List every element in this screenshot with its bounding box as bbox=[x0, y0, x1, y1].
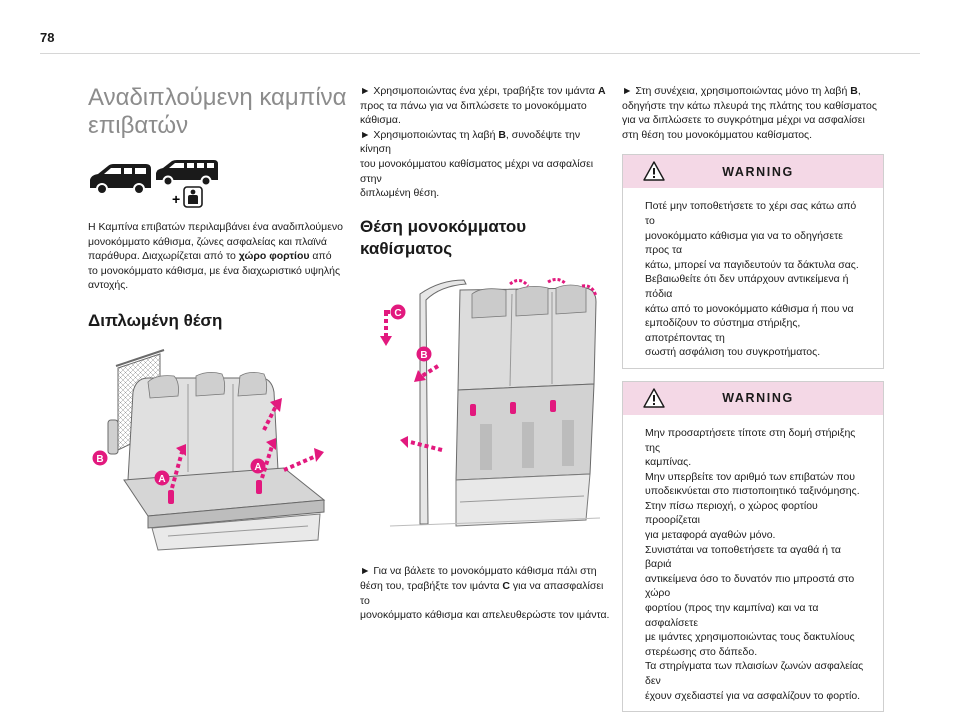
warning-header: WARNING bbox=[623, 155, 883, 189]
page-number: 78 bbox=[40, 30, 55, 45]
intro-paragraph: Η Καμπίνα επιβατών περιλαμβάνει ένα αναδ… bbox=[88, 221, 343, 292]
warning-title: WARNING bbox=[722, 391, 794, 406]
warning-triangle-icon bbox=[643, 388, 665, 408]
label-a: A bbox=[254, 462, 261, 473]
step-bullet: ► Στη συνέχεια, χρησιμοποιώντας μόνο τη … bbox=[622, 85, 877, 141]
column-right: ► Στη συνέχεια, χρησιμοποιώντας μόνο τη … bbox=[622, 84, 884, 712]
folded-position-heading: Διπλωμένη θέση bbox=[88, 310, 223, 330]
van-pictograms: + bbox=[88, 160, 350, 210]
warning-box: WARNING Ποτέ μην τοποθετήσετε το χέρι σα… bbox=[622, 154, 884, 369]
van-icon: + bbox=[90, 160, 218, 207]
top-divider bbox=[40, 53, 920, 54]
column-left: Αναδιπλούμενη καμπίνα επιβατών + bbox=[88, 84, 350, 565]
seat-occupant-icon bbox=[183, 186, 203, 208]
plus-sign: + bbox=[172, 191, 180, 207]
warning-title: WARNING bbox=[722, 164, 794, 179]
warning-header: WARNING bbox=[623, 381, 883, 415]
warning-text: Ποτέ μην τοποθετήσετε το χέρι σας κάτω α… bbox=[645, 200, 859, 359]
bench-seat-position-heading: Θέση μονοκόμματου καθίσματος bbox=[360, 216, 527, 258]
label-b: B bbox=[420, 350, 427, 361]
label-a: A bbox=[158, 474, 165, 485]
step-bullet: ► Για να βάλετε το μονοκόμματο κάθισμα π… bbox=[360, 565, 610, 622]
section-title: Αναδιπλούμενη καμπίνα επιβατών bbox=[88, 84, 347, 139]
warning-text: Μην προσαρτήσετε τίποτε στη δομή στήριξη… bbox=[645, 426, 864, 702]
label-c: C bbox=[394, 308, 401, 319]
warning-box: WARNING Μην προσαρτήσετε τίποτε στη δομή… bbox=[622, 380, 884, 712]
bench-seat-figure: C B bbox=[380, 277, 601, 527]
label-b: B bbox=[96, 454, 103, 465]
column-middle: ► Χρησιμοποιώντας ένα χέρι, τραβήξτε τον… bbox=[360, 84, 610, 623]
step-bullet: ► Χρησιμοποιώντας ένα χέρι, τραβήξτε τον… bbox=[360, 85, 606, 127]
folded-seat-figure: B A A bbox=[92, 349, 326, 551]
warning-triangle-icon bbox=[643, 161, 665, 182]
step-bullet: ► Χρησιμοποιώντας τη λαβή B, συνοδέψτε τ… bbox=[360, 128, 594, 200]
